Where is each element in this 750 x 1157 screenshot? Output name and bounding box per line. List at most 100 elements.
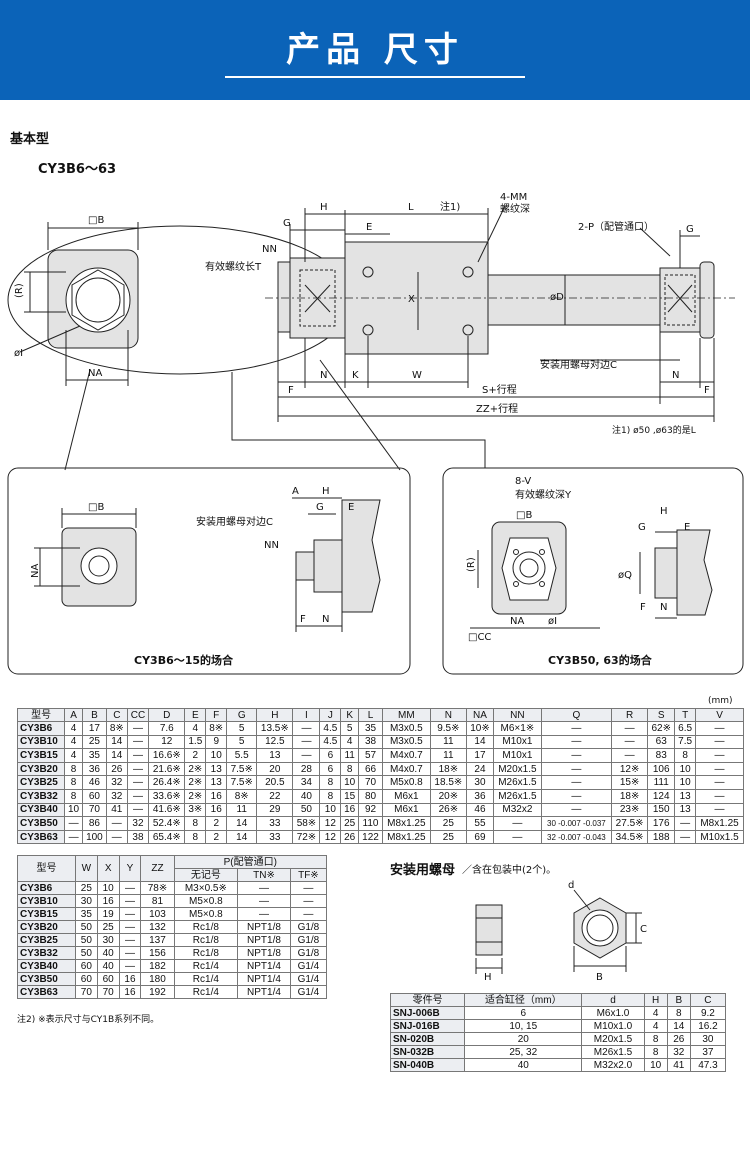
t2-cell: NPT1/4 [237, 985, 291, 999]
t1-cell: 10 [674, 761, 697, 777]
nut-cell: M32x2.0 [581, 1058, 645, 1072]
t1-cell: 4 [184, 721, 207, 736]
t1-cell: M32x2 [492, 802, 542, 818]
t1-cell: M26x1.5 [492, 775, 542, 790]
t1-cell: — [126, 734, 150, 750]
t2-cell: 70 [74, 985, 98, 999]
t1-cell: 23※ [610, 802, 649, 818]
t1-cell: CY3B25 [16, 775, 66, 790]
inset-right-H: H [660, 506, 668, 517]
t2-cell: — [118, 933, 142, 947]
t1-cell: 18※ [610, 788, 649, 804]
t1-cell: 18※ [429, 761, 467, 777]
t1-cell: 11 [340, 748, 360, 763]
t1-cell: — [492, 829, 542, 845]
t1-cell: 6.5 [674, 721, 697, 736]
t1-cell: 13 [205, 775, 228, 790]
nut-dim-B: B [596, 972, 603, 983]
t2-cell: 50 [74, 946, 98, 960]
t1-header-8: G [226, 708, 258, 722]
t1-cell: 30 -0.007 -0.037 [540, 816, 613, 831]
t1-header-5: D [148, 708, 186, 722]
t1-cell: 52.4※ [148, 816, 186, 831]
dim-L-note: 注1) [440, 200, 460, 213]
t1-cell: 3※ [184, 802, 207, 818]
unit-label: (mm) [708, 696, 733, 706]
t1-cell: 4 [64, 721, 83, 736]
t1-cell: 6 [319, 748, 342, 763]
t1-cell: 60 [81, 788, 107, 804]
t1-cell: 8 [319, 775, 342, 790]
section-title: 基本型 [10, 132, 50, 147]
nut-header-0: 零件号 [389, 993, 466, 1007]
t2-cell: NPT1/8 [237, 946, 291, 960]
inset-left-NA: NA [30, 564, 41, 578]
note1: 注1) ø50 ,ø63的是L [612, 424, 696, 436]
dim-NA: NA [88, 368, 102, 379]
nut-cell: 40 [464, 1058, 583, 1072]
t1-cell: 20 [256, 761, 294, 777]
inset-right-V: 8-V [515, 476, 531, 487]
dim-P: 2-P（配管通口） [578, 220, 654, 233]
t1-cell: M20x1.5 [492, 761, 542, 777]
t1-cell: 9.5※ [429, 721, 467, 736]
t1-header-0: 型号 [16, 708, 66, 722]
t1-cell: 62※ [647, 721, 676, 736]
t1-cell: 2※ [184, 761, 207, 777]
t1-cell: M6x1 [381, 802, 431, 818]
t1-cell: 7.5※ [226, 761, 258, 777]
nut-cell: 8 [666, 1006, 691, 1020]
t1-cell: 33.6※ [148, 788, 186, 804]
t1-cell: 17 [465, 748, 494, 763]
t1-cell: — [695, 734, 744, 750]
dim-MM: 4-MM [500, 192, 527, 203]
t1-cell: 29 [256, 802, 294, 818]
t1-cell: 2 [205, 829, 228, 845]
t1-cell: 150 [647, 802, 676, 818]
inset-right-Q: øQ [618, 570, 632, 581]
t1-cell: 4.5 [319, 721, 342, 736]
t2-cell: 192 [140, 985, 175, 999]
t1-cell: — [64, 816, 83, 831]
t1-cell: 5 [226, 721, 258, 736]
t1-cell: 188 [647, 829, 676, 845]
t2-cell: 16 [96, 894, 120, 908]
t1-cell: M4x0.7 [381, 748, 431, 763]
nut-dim-d: d [568, 880, 574, 891]
nut-cell: 26 [666, 1032, 691, 1046]
dim-W: W [412, 370, 422, 381]
nut-dim-C: C [640, 924, 647, 935]
t1-cell: 26※ [429, 802, 467, 818]
nut-cell: 30 [689, 1032, 727, 1046]
nut-cell: 10, 15 [464, 1019, 583, 1033]
dim-X: X [408, 294, 415, 305]
page-header: 产品 尺寸 [0, 0, 750, 100]
t2-cell: — [237, 894, 291, 908]
inset-right-F: F [640, 602, 646, 613]
t2-h-P: P(配管通口) [173, 855, 328, 869]
nut-header-5: C [689, 993, 727, 1007]
t1-cell: 8 [64, 775, 83, 790]
nut-title: 安装用螺母 [390, 863, 456, 878]
t1-cell: — [540, 734, 613, 750]
t1-cell: 4 [340, 734, 360, 750]
t1-cell: 12※ [610, 761, 649, 777]
t2-cell: NPT1/8 [237, 920, 291, 934]
t2-cell: — [289, 894, 328, 908]
t1-cell: 2 [205, 816, 228, 831]
page-title: 产品 尺寸 [286, 30, 464, 70]
t1-cell: 12.5 [256, 734, 294, 750]
nut-cell: SNJ-016B [389, 1019, 466, 1033]
t1-cell: — [126, 721, 150, 736]
dim-R: (R) [14, 283, 25, 298]
t1-header-6: E [184, 708, 207, 722]
t1-cell: 11 [429, 748, 467, 763]
dim-MM-sub: 螺纹深 [500, 202, 530, 215]
t1-cell: — [610, 748, 649, 763]
t1-cell: 17 [81, 721, 107, 736]
t1-cell: 2 [184, 748, 207, 763]
